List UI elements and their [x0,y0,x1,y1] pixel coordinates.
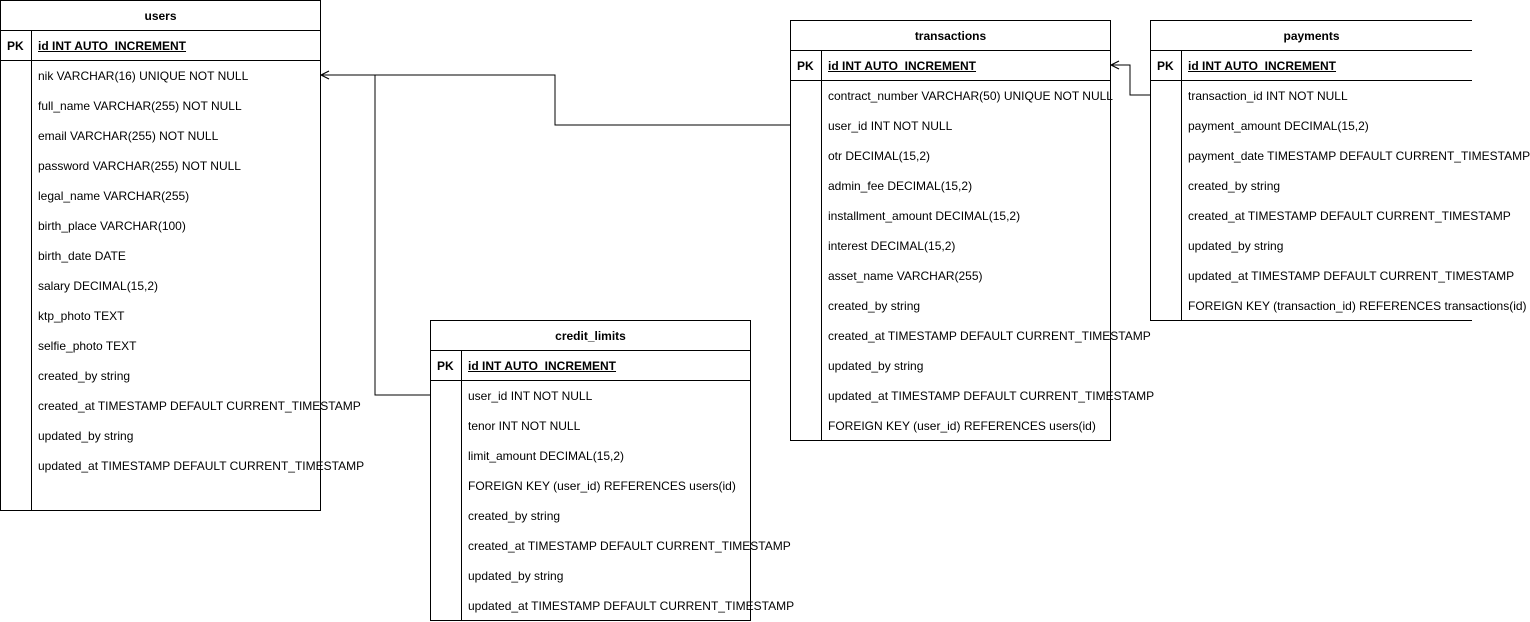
field-row: nik VARCHAR(16) UNIQUE NOT NULL [38,69,249,83]
relation-transactions-users [321,75,790,126]
field-row: salary DECIMAL(15,2) [38,279,159,293]
field-row: FOREIGN KEY (user_id) REFERENCES users(i… [828,419,1096,433]
pk-row: PK id INT AUTO_INCREMENT [1,31,320,61]
field-row: created_at TIMESTAMP DEFAULT CURRENT_TIM… [1188,209,1511,223]
pk-field: id INT AUTO_INCREMENT [1188,58,1337,73]
column-divider [1181,51,1182,320]
field-row: password VARCHAR(255) NOT NULL [38,159,241,173]
field-row: updated_by string [468,569,564,583]
pk-label: PK [437,358,454,373]
field-row: created_by string [1188,179,1281,193]
field-row: birth_date DATE [38,249,126,263]
field-row: birth_place VARCHAR(100) [38,219,186,233]
entity-credit-limits[interactable]: credit_limits PK id INT AUTO_INCREMENT u… [430,320,795,621]
field-row: otr DECIMAL(15,2) [828,149,931,163]
pk-label: PK [7,38,24,53]
pk-row: PK id INT AUTO_INCREMENT [1151,51,1472,81]
field-row: updated_at TIMESTAMP DEFAULT CURRENT_TIM… [38,459,365,473]
pk-row: PK id INT AUTO_INCREMENT [791,51,1110,81]
field-row: updated_by string [38,429,134,443]
field-row: email VARCHAR(255) NOT NULL [38,129,219,143]
entity-title: payments [1151,21,1472,51]
field-row: installment_amount DECIMAL(15,2) [828,209,1021,223]
field-row: user_id INT NOT NULL [828,119,953,133]
pk-label: PK [1157,58,1174,73]
field-row: admin_fee DECIMAL(15,2) [828,179,973,193]
field-row: limit_amount DECIMAL(15,2) [468,449,625,463]
field-row: updated_at TIMESTAMP DEFAULT CURRENT_TIM… [468,599,795,613]
column-divider [461,351,462,620]
entity-users[interactable]: users PK id INT AUTO_INCREMENT nik VARCH… [0,0,365,511]
field-row: updated_by string [828,359,924,373]
entity-payments[interactable]: payments PK id INT AUTO_INCREMENT transa… [1150,20,1530,321]
field-row: ktp_photo TEXT [38,309,125,323]
entity-transactions[interactable]: transactions PK id INT AUTO_INCREMENT co… [790,20,1155,441]
pk-row: PK id INT AUTO_INCREMENT [431,351,750,381]
pk-label: PK [797,58,814,73]
field-row: updated_at TIMESTAMP DEFAULT CURRENT_TIM… [1188,269,1515,283]
entity-title: credit_limits [431,321,750,351]
field-row: user_id INT NOT NULL [468,389,593,403]
field-row: full_name VARCHAR(255) NOT NULL [38,99,242,113]
field-row: transaction_id INT NOT NULL [1188,89,1348,103]
field-row: created_by string [468,509,561,523]
entity-title: users [1,1,320,31]
field-row: tenor INT NOT NULL [468,419,581,433]
pk-field: id INT AUTO_INCREMENT [38,38,187,53]
field-row: created_at TIMESTAMP DEFAULT CURRENT_TIM… [828,329,1151,343]
field-row: interest DECIMAL(15,2) [828,239,956,253]
field-row: created_at TIMESTAMP DEFAULT CURRENT_TIM… [38,399,361,413]
pk-field: id INT AUTO_INCREMENT [468,358,617,373]
field-row: legal_name VARCHAR(255) [38,189,190,203]
field-row: created_at TIMESTAMP DEFAULT CURRENT_TIM… [468,539,791,553]
field-row: updated_at TIMESTAMP DEFAULT CURRENT_TIM… [828,389,1155,403]
field-row: FOREIGN KEY (transaction_id) REFERENCES … [1188,299,1527,313]
field-row: created_by string [828,299,921,313]
field-row: FOREIGN KEY (user_id) REFERENCES users(i… [468,479,736,493]
column-divider [31,31,32,510]
field-row: payment_amount DECIMAL(15,2) [1188,119,1369,133]
field-row: asset_name VARCHAR(255) [828,269,983,283]
field-row: updated_by string [1188,239,1284,253]
relation-creditlimits-users [374,75,430,396]
relation-payments-transactions [1111,65,1150,96]
field-row: payment_date TIMESTAMP DEFAULT CURRENT_T… [1188,149,1530,163]
field-row: selfie_photo TEXT [38,339,137,353]
field-row: contract_number VARCHAR(50) UNIQUE NOT N… [828,89,1113,103]
field-row: created_by string [38,369,131,383]
column-divider [821,51,822,440]
entity-title: transactions [791,21,1110,51]
pk-field: id INT AUTO_INCREMENT [828,58,977,73]
